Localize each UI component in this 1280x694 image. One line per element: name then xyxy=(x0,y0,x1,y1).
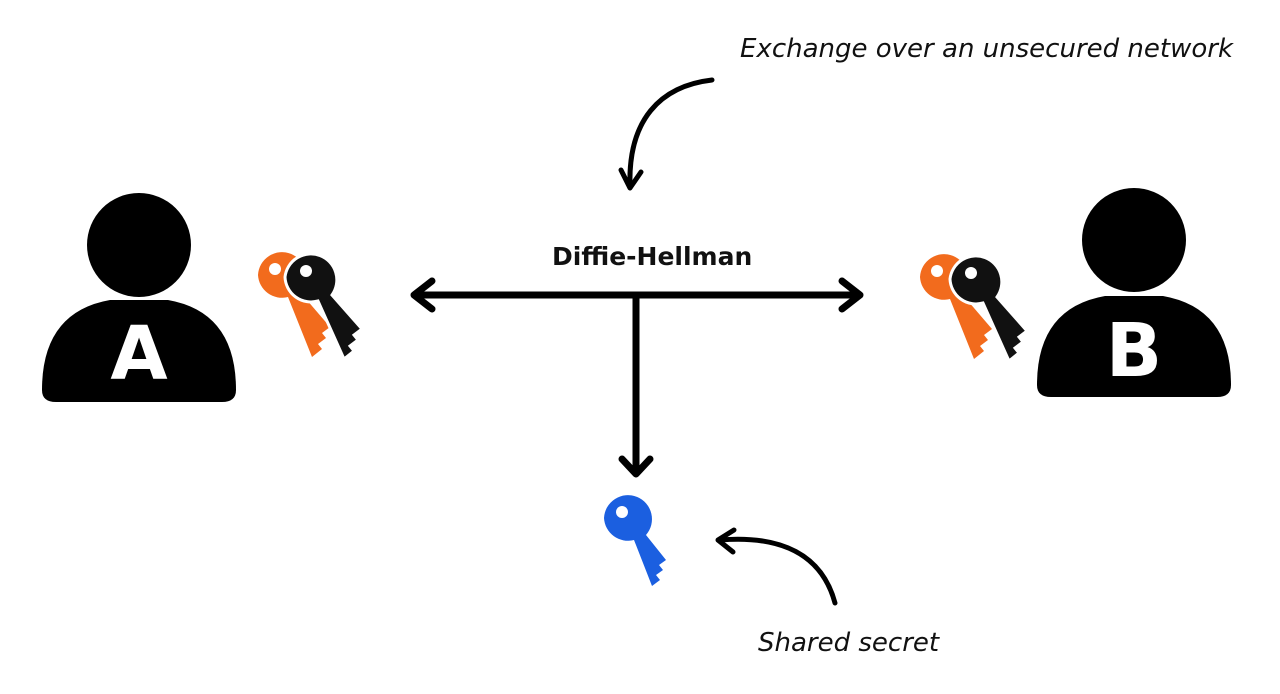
curved-arrow-icon xyxy=(618,77,715,191)
person-icon xyxy=(42,193,236,402)
person-icon xyxy=(1037,188,1231,397)
person-b-keys xyxy=(920,254,1030,364)
key-icon xyxy=(948,254,1030,364)
person-a: A xyxy=(42,193,236,402)
person-b-letter: B xyxy=(1106,308,1162,394)
exchange-note: Exchange over an unsecured network xyxy=(740,34,1233,64)
person-a-letter: A xyxy=(110,311,167,397)
shared-secret-label: Shared secret xyxy=(758,628,940,658)
key-icon xyxy=(604,495,666,586)
person-a-keys xyxy=(258,252,365,362)
protocol-label: Diffie-Hellman xyxy=(552,242,753,271)
curved-arrow-icon xyxy=(715,527,838,606)
key-icon xyxy=(920,254,992,359)
key-icon xyxy=(283,252,365,362)
person-b: B xyxy=(1037,188,1231,397)
derive-arrow xyxy=(618,293,654,478)
key-icon xyxy=(258,252,330,357)
